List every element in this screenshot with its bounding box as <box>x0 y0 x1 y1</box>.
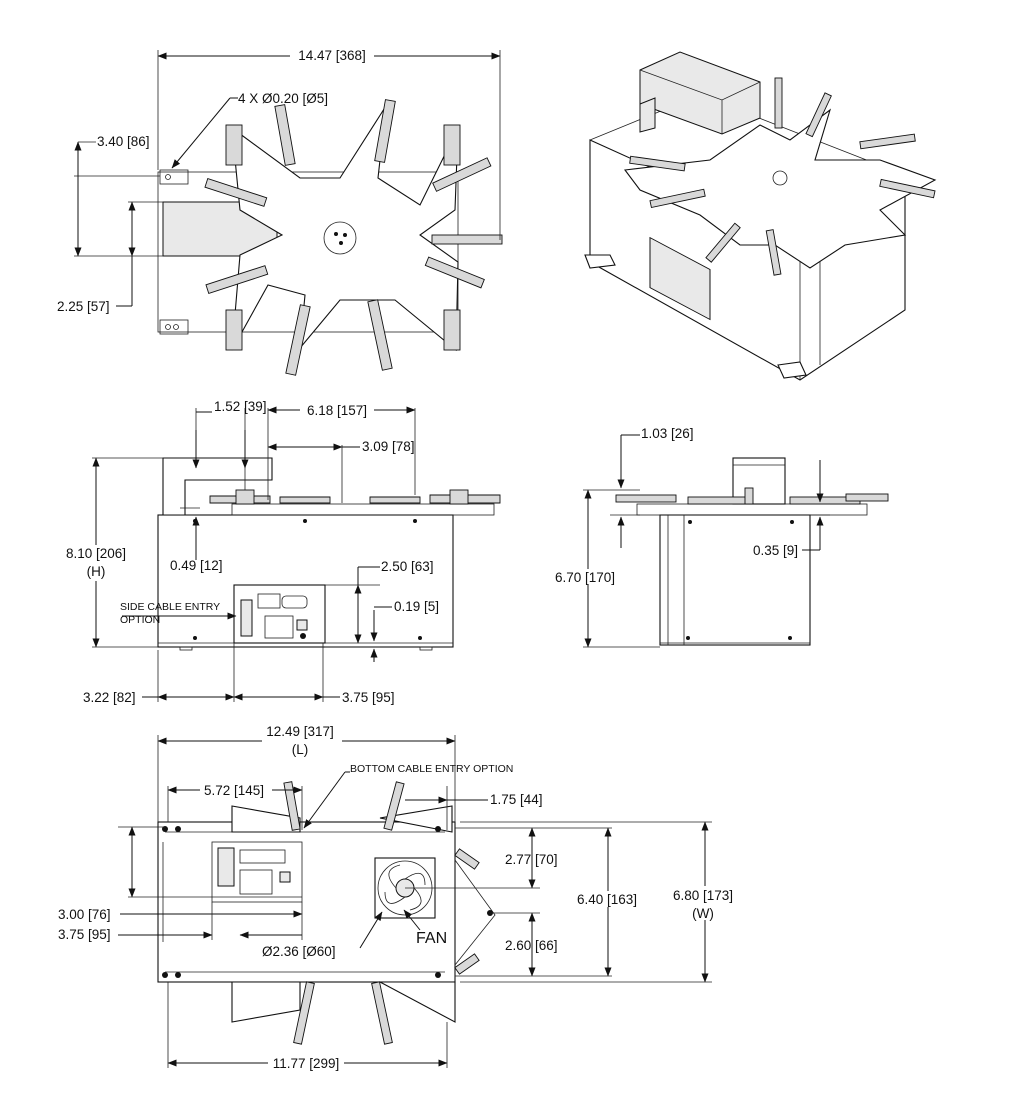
bottom-dim-5-72: 5.72 [145] <box>204 783 264 798</box>
top-holes-note: 4 X Ø0.20 [Ø5] <box>238 91 328 106</box>
bottom-dim-6-40: 6.40 [163] <box>577 892 637 907</box>
bottom-cable-entry-label: BOTTOM CABLE ENTRY OPTION <box>350 763 513 775</box>
top-overall-width: 14.47 [368] <box>298 48 366 63</box>
top-offset-a: 3.40 [86] <box>97 134 150 149</box>
iso-connector-panel <box>649 236 711 321</box>
side-dim-0-35: 0.35 [9] <box>753 543 798 558</box>
front-dim-2-50: 2.50 [63] <box>381 559 434 574</box>
bottom-arms <box>231 781 496 1045</box>
bottom-dim-2-60: 2.60 [66] <box>505 938 558 953</box>
bottom-width-tag: (W) <box>692 906 714 921</box>
side-cable-entry-label-2: OPTION <box>120 614 160 626</box>
front-view: 1.52 [39] 6.18 [157] 3.09 [78] 8.10 [206… <box>58 399 501 705</box>
top-offset-b: 2.25 [57] <box>57 299 110 314</box>
bottom-view: 12.49 [317] (L) BOTTOM CABLE ENTRY OPTIO… <box>58 724 744 1071</box>
side-view: 1.03 [26] 6.70 [170] 0.35 [9] <box>553 426 889 648</box>
front-cable-box <box>162 457 273 516</box>
iso-cable-box <box>639 51 761 135</box>
side-top-plate <box>636 503 868 516</box>
bottom-dim-11-77: 11.77 [299] <box>273 1056 340 1071</box>
bottom-dim-3-75: 3.75 [95] <box>58 927 111 942</box>
front-dim-0-49: 0.49 [12] <box>170 558 223 573</box>
bottom-dim-1-75: 1.75 [44] <box>490 792 543 807</box>
front-dim-3-22: 3.22 [82] <box>83 690 136 705</box>
bottom-cable-panel <box>211 841 303 903</box>
front-arms <box>209 489 501 505</box>
top-view: 14.47 [368] 4 X Ø0.20 [Ø5] 3.40 [86] 2.2… <box>57 47 503 376</box>
side-enclosure <box>659 514 811 646</box>
top-view-tab <box>159 319 189 335</box>
front-height-tag: (H) <box>87 564 106 579</box>
bottom-width: 6.80 [173] <box>673 888 733 903</box>
iso-arms <box>629 77 936 276</box>
top-view-arms <box>204 99 503 376</box>
front-dim-1-52: 1.52 [39] <box>214 399 267 414</box>
side-arms <box>615 487 889 505</box>
bottom-length-tag: (L) <box>292 742 309 757</box>
front-top-plate <box>231 503 495 516</box>
top-view-tab <box>159 169 189 185</box>
side-dim-1-03: 1.03 [26] <box>641 426 694 441</box>
fan-label: FAN <box>416 930 447 947</box>
front-dim-0-19: 0.19 [5] <box>394 599 439 614</box>
side-cable-entry-label-1: SIDE CABLE ENTRY <box>120 601 220 613</box>
front-dim-3-09: 3.09 [78] <box>362 439 415 454</box>
side-cable-box <box>732 457 786 505</box>
bottom-length: 12.49 [317] <box>266 724 334 739</box>
front-dim-3-75: 3.75 [95] <box>342 690 395 705</box>
bottom-dim-3-00: 3.00 [76] <box>58 907 111 922</box>
fan-diameter: Ø2.36 [Ø60] <box>262 944 336 959</box>
front-dim-6-18: 6.18 [157] <box>307 403 367 418</box>
top-view-hub <box>323 221 357 255</box>
bottom-dim-2-77: 2.77 [70] <box>505 852 558 867</box>
side-height: 6.70 [170] <box>555 570 615 585</box>
front-height: 8.10 [206] <box>66 546 126 561</box>
isometric-view <box>584 51 937 381</box>
